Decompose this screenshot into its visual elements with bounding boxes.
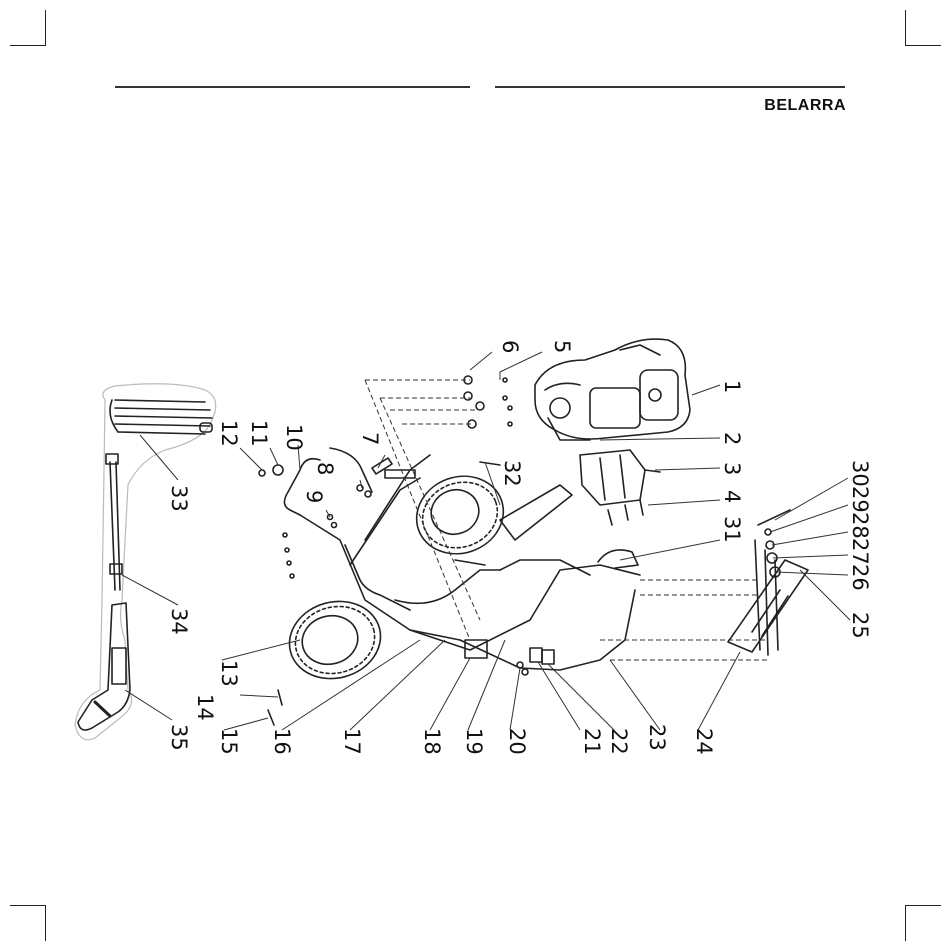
leader-4 <box>648 500 720 505</box>
part-14 <box>278 690 282 705</box>
handle-grip-32 <box>480 462 572 540</box>
callout-11: 11 <box>247 420 271 447</box>
callout-29: 29 <box>848 486 872 513</box>
callout-27: 27 <box>848 538 872 565</box>
callout-2: 2 <box>720 432 744 445</box>
callout-4: 4 <box>720 490 744 503</box>
callout-1: 1 <box>720 380 744 393</box>
callout-14: 14 <box>193 694 217 721</box>
callout-35: 35 <box>167 724 191 751</box>
callout-32: 32 <box>500 460 524 487</box>
lance-34 <box>106 454 122 590</box>
part-21 <box>530 648 542 662</box>
leader-20 <box>510 668 520 730</box>
nozzle-set-25-30 <box>755 510 790 655</box>
callout-16: 16 <box>270 728 294 755</box>
wheel-upper <box>406 464 515 566</box>
leader-17 <box>350 640 445 730</box>
leader-3 <box>655 468 720 470</box>
part-15 <box>268 710 274 725</box>
callout-24: 24 <box>692 728 716 755</box>
leader-30 <box>775 478 848 520</box>
part-20 <box>517 662 523 668</box>
leader-8 <box>360 480 362 488</box>
leader-7 <box>378 455 385 468</box>
leader-2 <box>600 438 720 440</box>
callout-10: 10 <box>282 424 306 451</box>
leader-33 <box>140 435 178 480</box>
callout-18: 18 <box>420 728 444 755</box>
callout-19: 19 <box>462 728 486 755</box>
callout-30: 30 <box>848 460 872 487</box>
leader-27 <box>773 555 848 558</box>
leader-31 <box>620 540 720 560</box>
callout-31: 31 <box>720 516 744 543</box>
fasteners-5-6 <box>464 376 512 428</box>
pump-3 <box>580 450 660 505</box>
callout-15: 15 <box>217 728 241 755</box>
leader-25 <box>800 570 850 620</box>
callout-12: 12 <box>217 420 241 447</box>
leader-12 <box>240 448 262 470</box>
callout-9: 9 <box>302 490 326 503</box>
callout-13: 13 <box>217 660 241 687</box>
leader-21 <box>538 662 580 730</box>
callout-25: 25 <box>848 612 872 639</box>
part-11 <box>273 465 283 475</box>
leader-5 <box>500 352 542 380</box>
callout-5: 5 <box>550 340 574 353</box>
leader-26 <box>775 572 848 575</box>
leader-35 <box>125 690 172 720</box>
coiled-hose-33 <box>110 400 212 434</box>
callout-7: 7 <box>358 432 382 445</box>
part-9 <box>328 515 337 528</box>
callout-21: 21 <box>580 728 604 755</box>
spray-gun-35 <box>78 603 130 730</box>
callout-33: 33 <box>167 485 191 512</box>
part-12 <box>259 470 265 476</box>
engine-1 <box>535 339 690 440</box>
leader-23 <box>610 660 660 730</box>
leader-22 <box>548 664 614 730</box>
callout-8: 8 <box>313 462 337 475</box>
leader-29 <box>770 505 848 532</box>
callout-34: 34 <box>167 608 191 635</box>
bolts-left <box>283 533 294 578</box>
callout-17: 17 <box>340 728 364 755</box>
callout-26: 26 <box>848 564 872 591</box>
leader-24 <box>698 652 740 730</box>
leader-13 <box>222 640 300 660</box>
leader-34 <box>122 575 178 605</box>
hose-outline <box>75 384 216 740</box>
leader-28 <box>772 532 848 545</box>
leader-6 <box>470 352 492 370</box>
callout-22: 22 <box>607 728 631 755</box>
leader-18 <box>430 658 470 730</box>
leader-11 <box>270 448 278 465</box>
callout-23: 23 <box>645 724 669 751</box>
part-22 <box>542 650 554 664</box>
callout-28: 28 <box>848 512 872 539</box>
frame-handle <box>284 448 640 670</box>
leader-14 <box>240 695 278 697</box>
callout-20: 20 <box>505 728 529 755</box>
callout-3: 3 <box>720 462 744 475</box>
leader-1 <box>692 385 720 395</box>
callout-6: 6 <box>498 340 522 353</box>
